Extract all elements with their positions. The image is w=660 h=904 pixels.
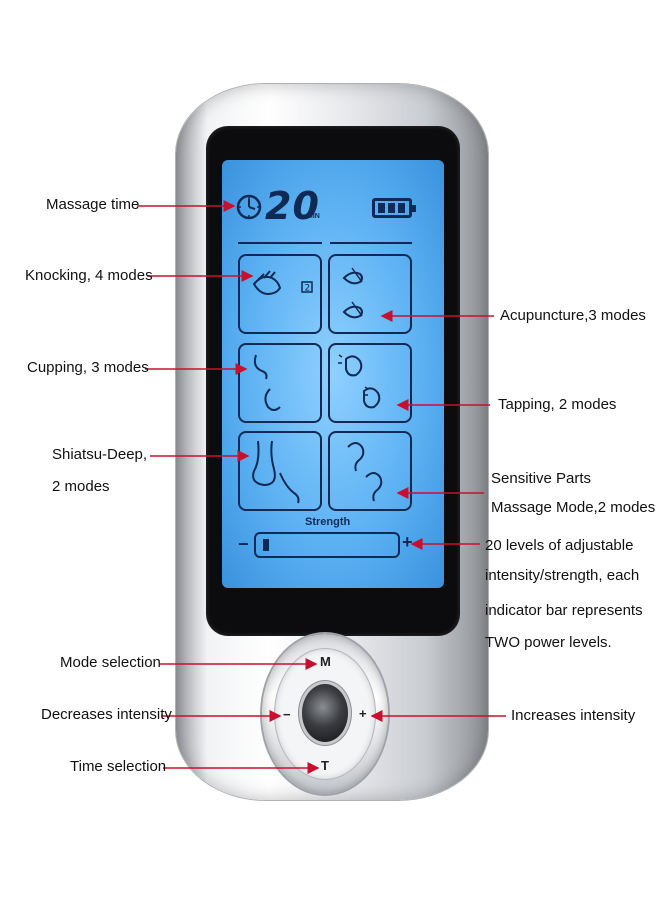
label-increases: Increases intensity (511, 707, 636, 724)
hand-icon: 2 (252, 270, 313, 296)
foot-icon (252, 440, 300, 504)
decrease-button[interactable]: − (283, 707, 291, 722)
mode-button[interactable]: M (320, 654, 331, 669)
label-time-selection: Time selection (70, 758, 167, 775)
increase-button[interactable]: + (359, 706, 367, 721)
mode-divider-right (330, 242, 412, 244)
timer-value: 20 (265, 184, 320, 228)
strength-minus-sign: − (238, 534, 249, 554)
timer-unit: MIN (307, 213, 320, 220)
power-button[interactable] (302, 684, 348, 742)
label-acupuncture: Acupuncture,3 modes (500, 307, 646, 324)
strength-plus-sign: + (402, 532, 413, 552)
strength-label: Strength (305, 516, 351, 528)
label-levels-line2: intensity/strength, each (485, 567, 640, 584)
label-decreases: Decreases intensity (41, 706, 172, 723)
label-shiatsu-line1: Shiatsu-Deep, (52, 446, 148, 463)
label-mode-selection: Mode selection (60, 654, 161, 671)
clock-icon (236, 194, 262, 220)
label-cupping: Cupping, 3 modes (27, 359, 149, 376)
mode-box-acupuncture (328, 254, 412, 334)
mode-box-sensitive (328, 431, 412, 511)
head-icon (338, 354, 381, 409)
ear-icon (347, 442, 383, 502)
lcd-screen (222, 160, 444, 588)
label-tapping: Tapping, 2 modes (498, 396, 617, 413)
label-massage-time: Massage time (46, 196, 140, 213)
label-levels-line4: TWO power levels. (485, 634, 612, 651)
mode-box-shiatsu (238, 431, 322, 511)
battery-icon (372, 198, 416, 218)
mode-box-cupping (238, 343, 322, 423)
label-knocking: Knocking, 4 modes (25, 267, 153, 284)
strength-fill (263, 539, 269, 551)
time-button[interactable]: T (321, 758, 329, 773)
knocking-badge: 2 (305, 284, 311, 294)
cup-icon (253, 354, 281, 411)
label-levels-line1: 20 levels of adjustable (485, 537, 634, 554)
mode-box-knocking: 2 (238, 254, 322, 334)
mode-box-tapping (328, 343, 412, 423)
mode-divider-left (238, 242, 322, 244)
strength-bar (254, 532, 400, 558)
label-shiatsu-line2: 2 modes (52, 478, 110, 495)
label-levels-line3: indicator bar represents (485, 602, 643, 619)
label-sensitive-line2: Massage Mode,2 modes (491, 499, 656, 516)
needle-hand-icon (342, 267, 363, 319)
label-sensitive-line1: Sensitive Parts (491, 470, 592, 487)
